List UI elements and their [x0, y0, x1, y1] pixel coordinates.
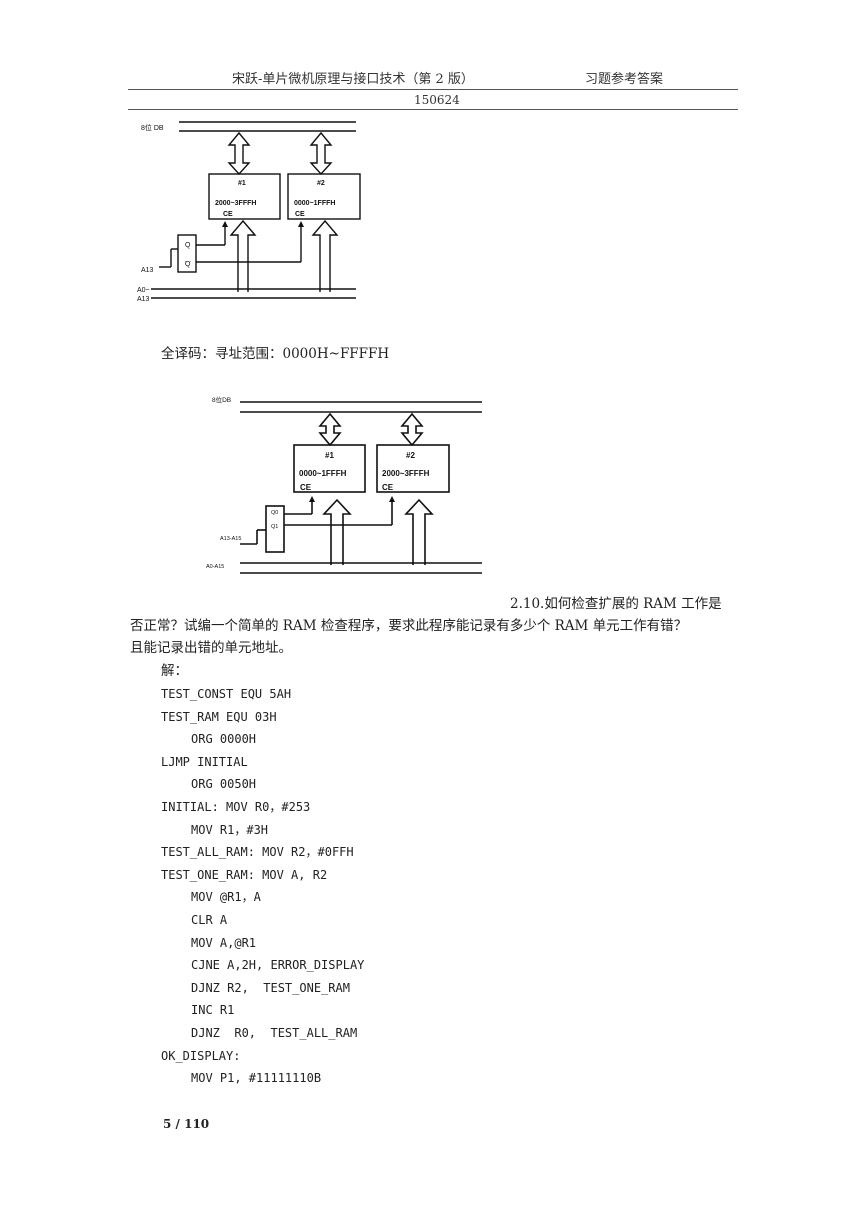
code-line: MOV P1, #11111110B — [191, 1071, 322, 1086]
fig1-ce1: CE — [223, 211, 233, 218]
page-number: 5 / 110 — [163, 1117, 210, 1131]
fig1-a0: A0~ — [137, 287, 150, 294]
fig1-chip2-num: #2 — [317, 180, 325, 187]
fig1-chip2-range: 0000~1FFFH — [294, 200, 335, 207]
code-line: MOV R1，#3H — [191, 822, 269, 837]
code-line: ORG 0050H — [191, 777, 257, 792]
doc-code: 150624 — [414, 93, 460, 107]
code-line: MOV A,@R1 — [191, 935, 257, 950]
fig1-a13b: A13 — [137, 296, 150, 303]
code-line: INITIAL: MOV R0，#253 — [161, 799, 311, 814]
fig2-q1: Q1 — [271, 524, 278, 530]
code-line: TEST_ONE_RAM: MOV A, R2 — [161, 867, 328, 882]
code-line: ORG 0000H — [191, 732, 257, 747]
fig1-chip1-range: 2000~3FFFH — [215, 200, 256, 207]
code-listing: TEST_CONST EQU 5AH TEST_RAM EQU 03H ORG … — [161, 683, 364, 1090]
code-line: TEST_ALL_RAM: MOV R2，#0FFH — [161, 845, 354, 860]
fig2-bus-label: 8位DB — [212, 395, 231, 404]
answer-label: 解： — [161, 663, 188, 679]
code-line: TEST_RAM EQU 03H — [161, 709, 277, 724]
fig2-a13-a15: A13-A15 — [220, 536, 241, 542]
code-line: CJNE A,2H, ERROR_DISPLAY — [191, 958, 365, 973]
fig2-ce1: CE — [300, 483, 312, 492]
code-line: OK_DISPLAY: — [161, 1048, 241, 1063]
fig2-q0: Q0 — [271, 510, 278, 516]
code-line: LJMP INITIAL — [161, 754, 248, 769]
fig1-a13: A13 — [141, 267, 154, 274]
code-line: DJNZ R0, TEST_ALL_RAM — [191, 1025, 358, 1040]
code-line: MOV @R1，A — [191, 890, 261, 905]
header-rule-bottom — [128, 109, 738, 110]
fig2-chip2-range: 2000~3FFFH — [382, 469, 430, 478]
fig1-chip1-num: #1 — [238, 180, 246, 187]
question-line-1: 2.10.如何检查扩展的 RAM 工作是 — [510, 596, 722, 612]
circuit-diagram-2: 8位DB #1 0000~1FFFH #2 2000~3FFFH CE CE Q… — [206, 395, 482, 574]
circuit-diagram-1: 8位 DB #1 2000~3FFFH #2 0000~1FFFH CE CE … — [137, 121, 361, 303]
fig2-chip1-range: 0000~1FFFH — [299, 469, 347, 478]
fig2-chip2-num: #2 — [406, 451, 415, 460]
question-line-2: 否正常？试编一个简单的 RAM 检查程序，要求此程序能记录有多少个 RAM 单元… — [130, 618, 688, 634]
fig1-q: Q — [185, 242, 191, 249]
fig2-ce2: CE — [382, 483, 394, 492]
code-line: TEST_CONST EQU 5AH — [161, 687, 292, 701]
code-line: INC R1 — [191, 1003, 235, 1018]
fig2-chip1-num: #1 — [325, 451, 334, 460]
doc-type: 习题参考答案 — [585, 72, 664, 87]
question-line-3: 且能记录出错的单元地址。 — [130, 640, 292, 656]
caption-full-decode: 全译码：寻址范围：0000H~FFFFH — [161, 346, 390, 362]
header-rule-top — [128, 89, 738, 90]
fig1-qbar: Q — [185, 261, 191, 268]
book-title: 宋跃-单片微机原理与接口技术（第 2 版） — [232, 72, 474, 87]
fig1-bus-label: 8位 DB — [141, 123, 164, 132]
code-line: DJNZ R2, TEST_ONE_RAM — [191, 980, 350, 995]
code-line: CLR A — [191, 912, 228, 927]
fig2-a0-a15: A0-A15 — [206, 564, 224, 570]
fig1-ce2: CE — [295, 211, 305, 218]
